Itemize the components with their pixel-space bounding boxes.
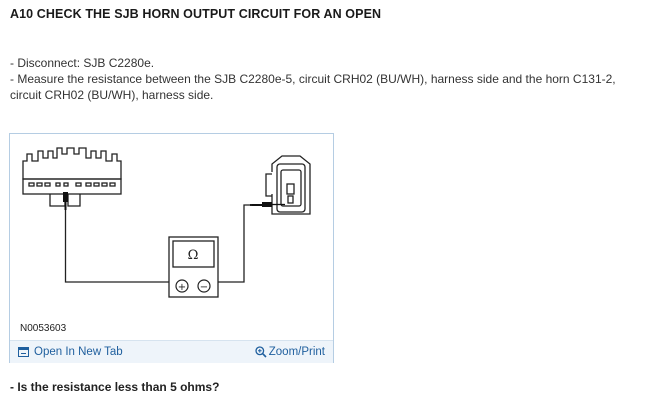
plus-terminal <box>175 279 189 293</box>
sjb-connector <box>22 147 122 207</box>
open-in-new-tab-label: Open In New Tab <box>34 346 123 358</box>
sjb-probe <box>63 192 68 210</box>
figure-id: N0053603 <box>20 323 67 334</box>
horn-connector <box>265 155 311 215</box>
wiring-diagram: Ω + − <box>22 147 311 298</box>
minus-terminal <box>197 279 211 293</box>
zoom-print-label: Zoom/Print <box>268 346 325 358</box>
wire-sjb-to-meter <box>64 210 169 283</box>
plus-symbol: + <box>178 282 186 293</box>
page-title: A10 CHECK THE SJB HORN OUTPUT CIRCUIT FO… <box>10 7 382 21</box>
ohm-symbol: Ω <box>188 248 199 263</box>
step-disconnect: - Disconnect: SJB C2280e. <box>10 56 155 70</box>
step-measure: - Measure the resistance between the SJB… <box>10 72 616 102</box>
new-tab-icon <box>18 347 29 357</box>
zoom-icon <box>255 346 267 358</box>
minus-symbol: − <box>200 282 208 293</box>
open-in-new-tab-link[interactable]: Open In New Tab <box>18 346 123 358</box>
instruction-steps: - Disconnect: SJB C2280e. - Measure the … <box>10 55 642 103</box>
wiring-figure: Ω + − N0053603 Open In New Tab Zoom/Prin… <box>9 133 334 363</box>
wire-meter-to-horn <box>218 204 252 283</box>
ohmmeter <box>168 236 219 298</box>
zoom-print-link[interactable]: Zoom/Print <box>255 346 325 358</box>
figure-footer: Open In New Tab Zoom/Print <box>10 340 333 363</box>
question-text: - Is the resistance less than 5 ohms? <box>10 380 220 394</box>
horn-probe <box>250 202 285 207</box>
